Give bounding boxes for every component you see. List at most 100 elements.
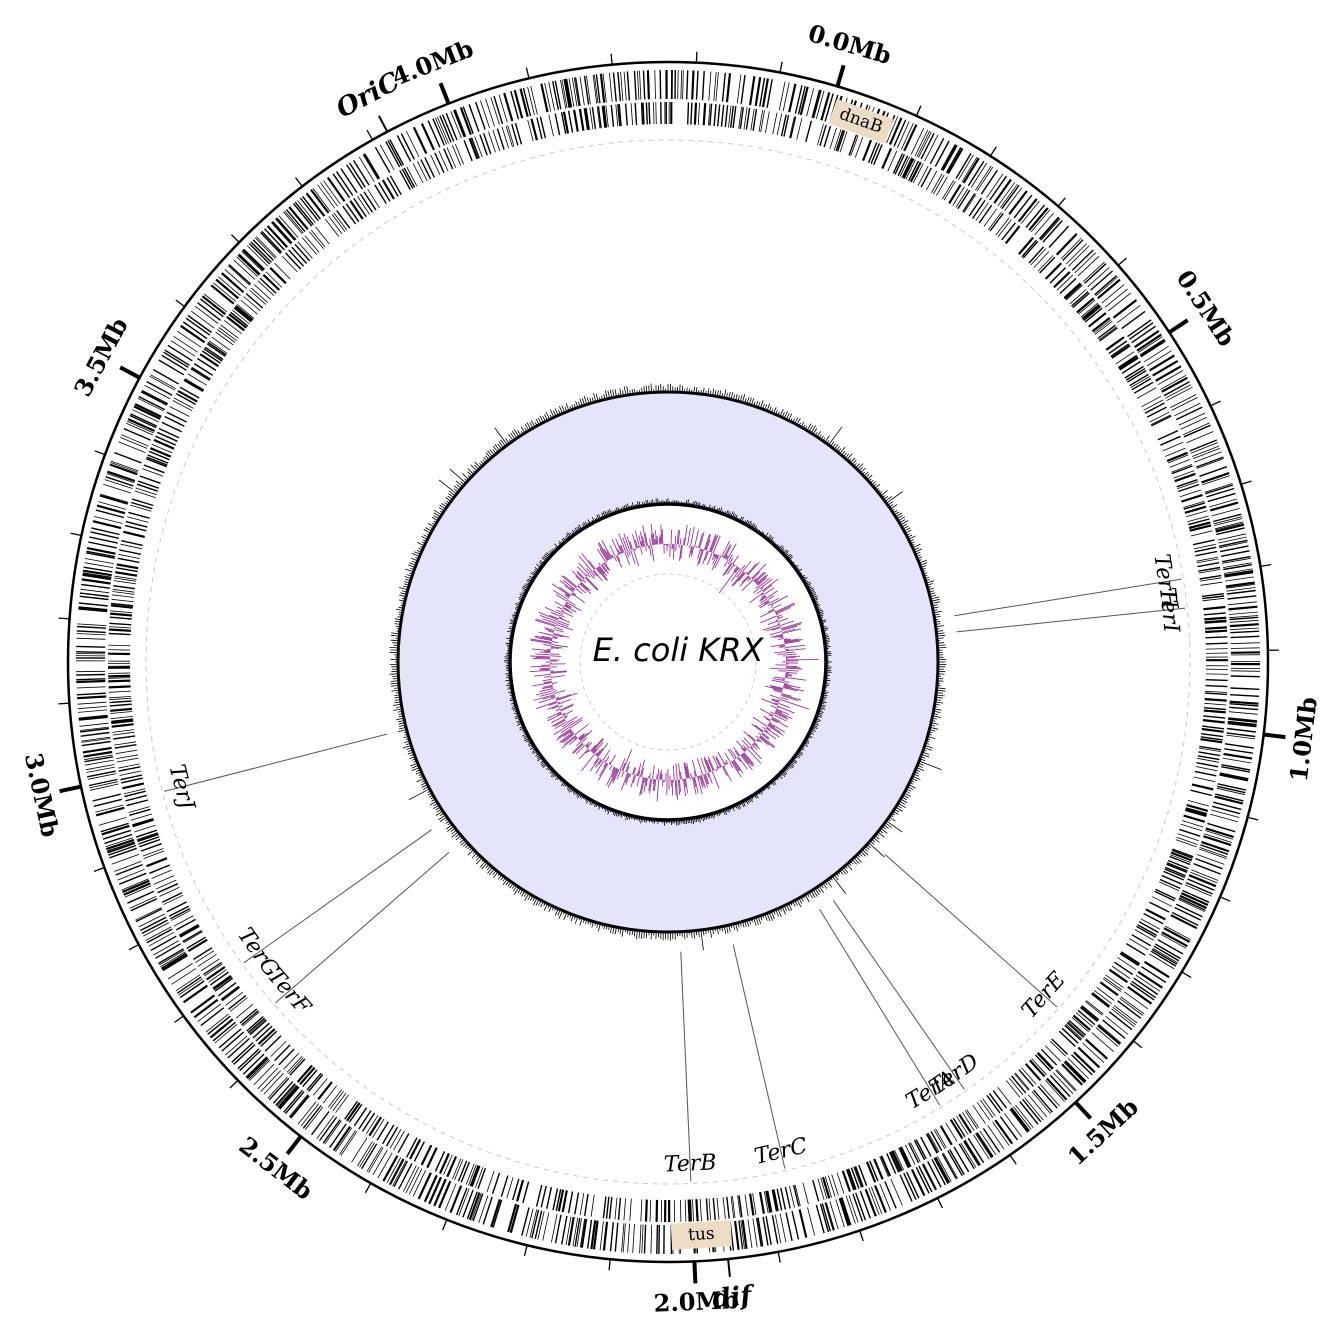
gene-mark [1207,492,1236,503]
gene-mark [1082,1042,1105,1063]
gene-mark [109,463,138,476]
gene-mark [602,1221,609,1251]
gene-mark [1195,766,1218,772]
gene-mark [1022,240,1039,259]
gene-mark [1049,1040,1066,1057]
gene-mark [1230,627,1260,631]
gene-mark [1150,414,1171,426]
gene-mark [1197,562,1220,568]
gene-mark [463,140,473,162]
gene-mark [269,267,287,285]
gene-mark [197,302,221,321]
gene-mark [1163,870,1185,881]
gene-mark [1224,748,1254,754]
gene-mark [701,71,705,101]
gene-mark [118,763,140,769]
gene-mark [1098,1023,1122,1044]
gene-mark [634,102,638,125]
gene-mark [409,1138,422,1160]
gene-mark [359,193,374,213]
gene-mark [237,254,261,276]
gene-mark [1160,375,1187,390]
gene-mark [1157,429,1179,441]
gene-mark [500,1175,509,1197]
gene-mark [1056,274,1074,291]
gene-mark [617,1197,622,1220]
gene-mark [324,1120,342,1145]
gene-mark [839,131,848,153]
gene-mark [256,236,277,258]
gene-mark [1127,319,1152,338]
gene-mark [591,107,597,129]
gene-mark [81,738,111,743]
gene-mark [552,81,560,110]
gene-mark [306,1072,322,1091]
gene-mark [840,1197,852,1226]
gene-mark [480,100,490,129]
gene-mark [249,289,267,305]
gene-mark [1204,707,1227,711]
gene-mark [274,263,291,280]
gene-mark [453,109,466,138]
gene-mark [139,838,161,848]
minor-tick [610,53,613,65]
gene-mark [80,588,110,594]
gene-mark [778,81,786,111]
gene-mark [975,1133,992,1159]
gene-mark [632,1223,635,1253]
gene-mark [108,690,131,693]
gene-mark [324,218,340,237]
gene-mark [459,107,472,135]
gene-mark [408,1168,423,1195]
gene-mark [76,637,106,640]
gene-mark [1176,836,1198,845]
gene-mark [548,114,554,137]
gene-mark [1192,445,1220,457]
gene-mark [120,774,143,781]
gene-mark [1071,291,1089,307]
gene-mark [1170,914,1198,930]
gene-mark [642,70,646,100]
gene-mark [441,114,455,142]
gene-mark [135,487,157,496]
gene-mark [1183,500,1205,508]
gene-mark [943,181,956,201]
gene-mark [789,116,795,138]
gene-mark [164,349,190,366]
gene-mark [1212,805,1241,815]
minor-tick [1219,896,1231,902]
gene-mark [639,70,642,100]
gene-mark [322,1119,341,1144]
gene-mark [680,1199,682,1222]
gene-mark [1065,1023,1083,1040]
gene-mark [1152,947,1179,964]
gene-mark [994,1119,1014,1145]
gene-mark [128,511,150,519]
gene-mark [1153,945,1180,962]
gene-mark [887,150,898,172]
gene-mark [774,1214,782,1244]
gene-mark [291,246,308,264]
gene-mark [782,82,790,111]
gene-mark [105,838,135,851]
gene-mark [377,1152,393,1179]
gene-mark [108,649,131,651]
gene-mark [982,1098,996,1117]
gene-mark [212,1021,236,1042]
gene-mark [905,1171,920,1199]
gene-mark [1018,236,1035,255]
gene-mark [420,123,435,151]
gene-mark [332,173,351,199]
gene-mark [396,135,412,162]
gene-mark [894,1149,905,1171]
gene-mark [867,142,878,164]
gene-mark [99,494,129,505]
gene-mark [811,89,821,118]
gene-mark [221,987,240,1002]
gene-mark [1193,776,1216,783]
gene-mark [783,114,790,137]
gene-mark [738,1220,744,1250]
gene-mark [1139,338,1165,356]
gene-mark [565,1216,572,1246]
gene-mark [107,470,136,483]
